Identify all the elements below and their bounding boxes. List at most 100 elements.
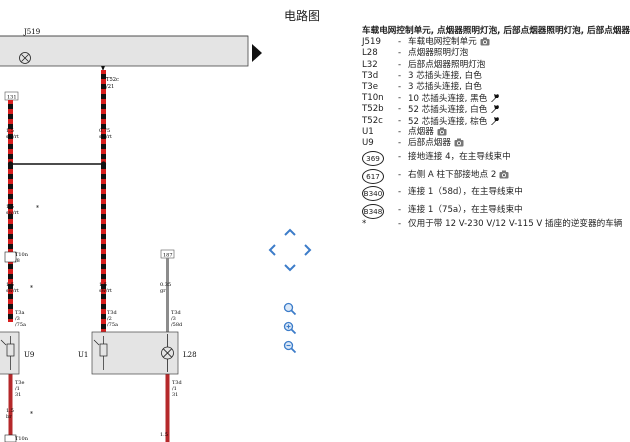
- legend-dash: -: [398, 37, 402, 48]
- pan-up-icon[interactable]: [282, 224, 298, 240]
- wire-center-upper: [101, 70, 106, 164]
- wire-note-g: *: [30, 411, 33, 418]
- legend-item: T52c -52 芯插头连接, 棕色: [362, 116, 604, 127]
- camera-icon[interactable]: [437, 127, 447, 136]
- legend-ground-item: B340 -连接 1（58d），在主导线束中: [362, 184, 604, 202]
- legend-item: L28 -点烟器照明灯泡: [362, 48, 604, 59]
- legend-item-code: L28: [362, 48, 378, 59]
- module-j519-label: J519: [23, 28, 40, 36]
- connector-label-t3d-a: T3d: [107, 310, 118, 316]
- legend-ground-code: B340: [362, 186, 384, 202]
- legend-footnote-text: 仅用于带 12 V-230 V/12 V-115 V 插座的逆变器的车辆: [408, 219, 623, 230]
- pin-t3e-1: /1: [15, 386, 20, 392]
- connector-box-t10n-bottom: [4, 434, 17, 442]
- connector-label-t3d-b: T3d: [171, 310, 182, 316]
- page-title: 电路图: [283, 9, 320, 23]
- legend-item: T10n-10 芯插头连接, 黑色: [362, 93, 604, 104]
- wiring-diagram[interactable]: J519 T52c /21 131 187 T10n /8 1.5 sw/rt …: [0, 24, 250, 442]
- legend-item-desc: 右侧 A 柱下部接地点 2: [408, 169, 497, 180]
- component-box-u1-l28: [91, 331, 179, 375]
- wire-size-f: 0.35: [160, 282, 171, 288]
- wire-color-g: br: [6, 414, 12, 420]
- legend-item: L32 -后部点烟器照明灯泡: [362, 60, 604, 71]
- wire-left-middle: [8, 164, 13, 250]
- connector-icon[interactable]: [490, 104, 500, 114]
- legend-dash: -: [398, 104, 402, 115]
- pin-t3a-2: /75a: [15, 322, 26, 328]
- wire-size-c: 1.5: [6, 204, 14, 210]
- terminal-label-187: 187: [163, 253, 173, 259]
- legend-ground-code: 369: [362, 151, 384, 167]
- connector-label-t3d-c: T3d: [172, 380, 183, 386]
- legend-item: T52b-52 芯插头连接, 白色: [362, 104, 604, 115]
- legend-footnote: * - 仅用于带 12 V-230 V/12 V-115 V 插座的逆变器的车辆: [362, 219, 622, 230]
- pan-left-icon[interactable]: [264, 242, 280, 258]
- legend-dash: -: [398, 126, 402, 137]
- component-label-l28: L28: [183, 351, 197, 359]
- wire-size-e: 1.5: [99, 282, 107, 288]
- camera-icon[interactable]: [480, 37, 490, 46]
- connector-icon[interactable]: [490, 116, 500, 126]
- pin-t3e-2: 31: [15, 392, 21, 398]
- zoom-in-icon[interactable]: [283, 321, 297, 335]
- zoom-fit-icon[interactable]: [283, 302, 297, 316]
- connector-pin-t10n: /8: [15, 258, 20, 264]
- legend-item-code: L32: [362, 59, 378, 70]
- legend-item-code: T3d: [362, 70, 379, 81]
- legend-dash: -: [398, 115, 402, 126]
- legend-item-code: T52b: [362, 104, 384, 115]
- legend-item: T3e -3 芯插头连接, 白色: [362, 82, 604, 93]
- lighter-symbol-u9: [0, 336, 15, 370]
- legend-item-desc: 3 芯插头连接, 白色: [408, 81, 482, 92]
- legend-dash: -: [398, 219, 402, 230]
- wire-right-brown: [165, 374, 170, 442]
- pin-t3a-1: /3: [15, 316, 20, 322]
- camera-icon[interactable]: [454, 138, 464, 147]
- legend-item-code: T3e: [362, 81, 379, 92]
- pin-t3d-3: /3: [171, 316, 176, 322]
- legend-item-code: T52c: [362, 115, 383, 126]
- legend-item-desc: 52 芯插头连接, 棕色: [408, 116, 488, 127]
- wire-left-lower: [8, 250, 13, 322]
- connector-label-t3a: T3a: [15, 310, 25, 316]
- pin-t3d-6: 31: [172, 392, 178, 398]
- legend-ground-code: 617: [362, 168, 384, 184]
- legend-item-code: J519: [362, 37, 381, 48]
- legend-dash: -: [398, 59, 402, 70]
- legend-dash: -: [398, 187, 402, 198]
- legend-item-desc: 点烟器照明灯泡: [408, 48, 469, 59]
- legend-item-desc: 连接 1（58d），在主导线束中: [408, 187, 523, 198]
- wire-color-b: sw/rt: [99, 134, 112, 140]
- legend-dash: -: [398, 204, 402, 215]
- legend-dash: -: [398, 169, 402, 180]
- pin-t3d-2: /75a: [107, 322, 118, 328]
- legend-ground-code: B348: [362, 203, 384, 219]
- legend-dash: -: [398, 137, 402, 148]
- legend-item-desc: 后部点烟器照明灯泡: [408, 59, 486, 70]
- legend-dash: -: [398, 81, 402, 92]
- connector-icon[interactable]: [490, 93, 500, 103]
- legend-dash: -: [398, 48, 402, 59]
- lamp-symbol-l28: [161, 334, 174, 372]
- wire-size-d: 1.5: [6, 282, 14, 288]
- legend-item-desc: 连接 1（75a），在主导线束中: [408, 204, 523, 215]
- connector-label-t52c: T52c: [106, 77, 119, 83]
- next-page-arrow-icon[interactable]: [250, 42, 264, 64]
- wire-color-f: gr: [160, 288, 166, 294]
- legend-item-code: U9: [362, 137, 374, 148]
- wire-color-a: sw/rt: [6, 134, 19, 140]
- pan-right-icon[interactable]: [300, 242, 316, 258]
- legend-footnote-mark: *: [362, 219, 367, 230]
- wire-size-a: 1.5: [6, 128, 14, 134]
- component-box-u9: [0, 331, 20, 375]
- module-circle-symbol: [19, 52, 31, 64]
- wire-note-d: *: [30, 285, 33, 292]
- legend-item-desc: 接地连接 4，在主导线束中: [408, 152, 511, 163]
- wire-left-upper: [8, 100, 13, 164]
- pan-down-icon[interactable]: [282, 260, 298, 276]
- camera-icon[interactable]: [499, 170, 509, 179]
- wire-color-d: sw/rt: [6, 288, 19, 294]
- legend-item-desc: 10 芯插头连接, 黑色: [408, 94, 488, 105]
- zoom-out-icon[interactable]: [283, 340, 297, 354]
